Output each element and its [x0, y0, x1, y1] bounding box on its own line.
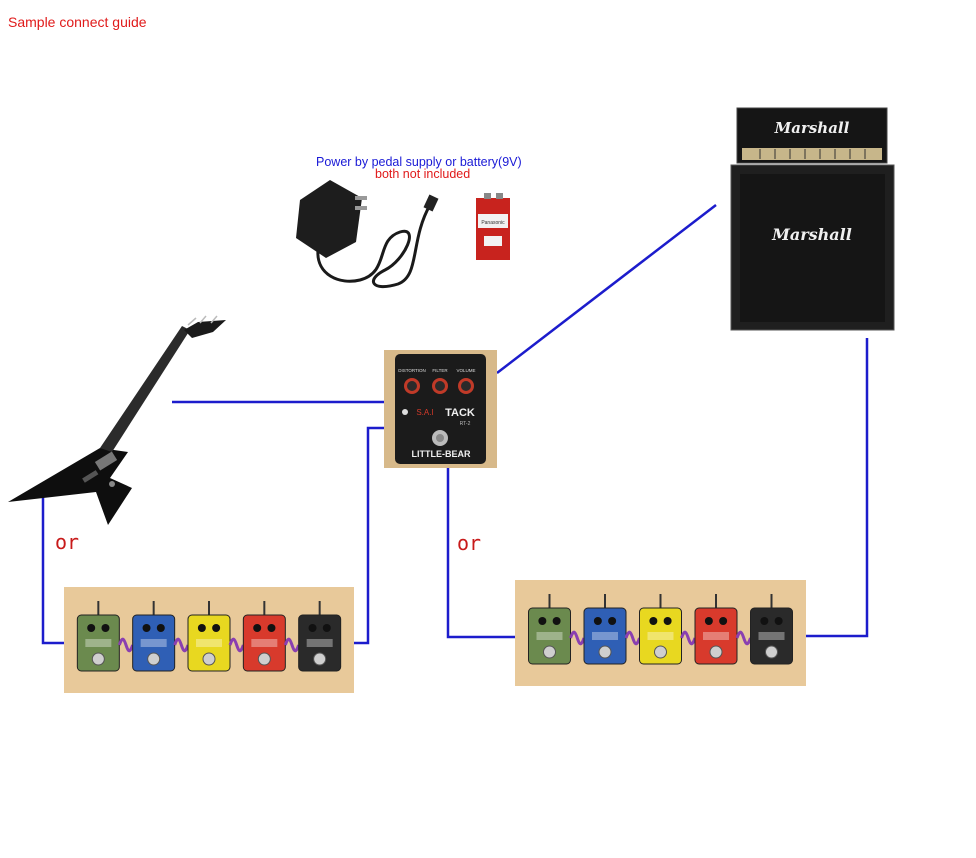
pedal-chain-right [515, 580, 806, 686]
or-label-left: or [55, 530, 80, 554]
cable-pedal-to-amp [496, 204, 717, 374]
pedal-name-prefix: S.A.I [416, 408, 433, 417]
chain-pedal-icon [639, 594, 697, 665]
amp-head-logo: Marshall [774, 119, 850, 137]
knob-label-distortion: DISTORTION [398, 368, 426, 373]
pedal-model: RT-2 [460, 421, 471, 427]
chain-pedal-icon [750, 594, 793, 665]
battery-icon: Panasonic [476, 193, 510, 260]
amp-cab-logo: Marshall [771, 225, 852, 244]
chain-pedal-icon [583, 594, 641, 665]
power-note: Power by pedal supply or battery(9V) [316, 155, 522, 169]
chain-pedal-icon [694, 594, 752, 665]
amp-icon: Marshall Marshall [730, 107, 895, 331]
chain-pedal-icon [76, 601, 135, 672]
power-adapter-icon [296, 180, 439, 289]
knob-label-filter: FILTER [432, 368, 448, 373]
main-pedal-icon: DISTORTION FILTER VOLUME S.A.I TACK RT-2… [384, 350, 497, 468]
cable-chain-to-pedal [354, 426, 384, 645]
cables [41, 204, 869, 645]
chain-pedal-icon [187, 601, 245, 672]
power-disclaimer: both not included [375, 167, 471, 181]
cable-pedal-to-chain2 [446, 468, 515, 639]
chain-pedal-icon [298, 601, 342, 672]
battery-brand: Panasonic [481, 220, 505, 226]
pedal-brand: LITTLE-BEAR [412, 449, 471, 459]
knob-label-volume: VOLUME [456, 368, 475, 373]
diagram-title: Sample connect guide [8, 14, 147, 30]
chain-pedal-icon [242, 601, 301, 672]
cable-chain2-to-amp [806, 338, 869, 638]
cable-guitar-to-chain [41, 492, 64, 645]
chain-pedal-icon [528, 594, 586, 665]
chain-pedal-icon [132, 601, 190, 672]
pedal-name: TACK [445, 407, 475, 419]
or-label-right: or [457, 531, 482, 555]
guitar-icon [8, 315, 226, 525]
pedal-chain-left [64, 587, 354, 693]
